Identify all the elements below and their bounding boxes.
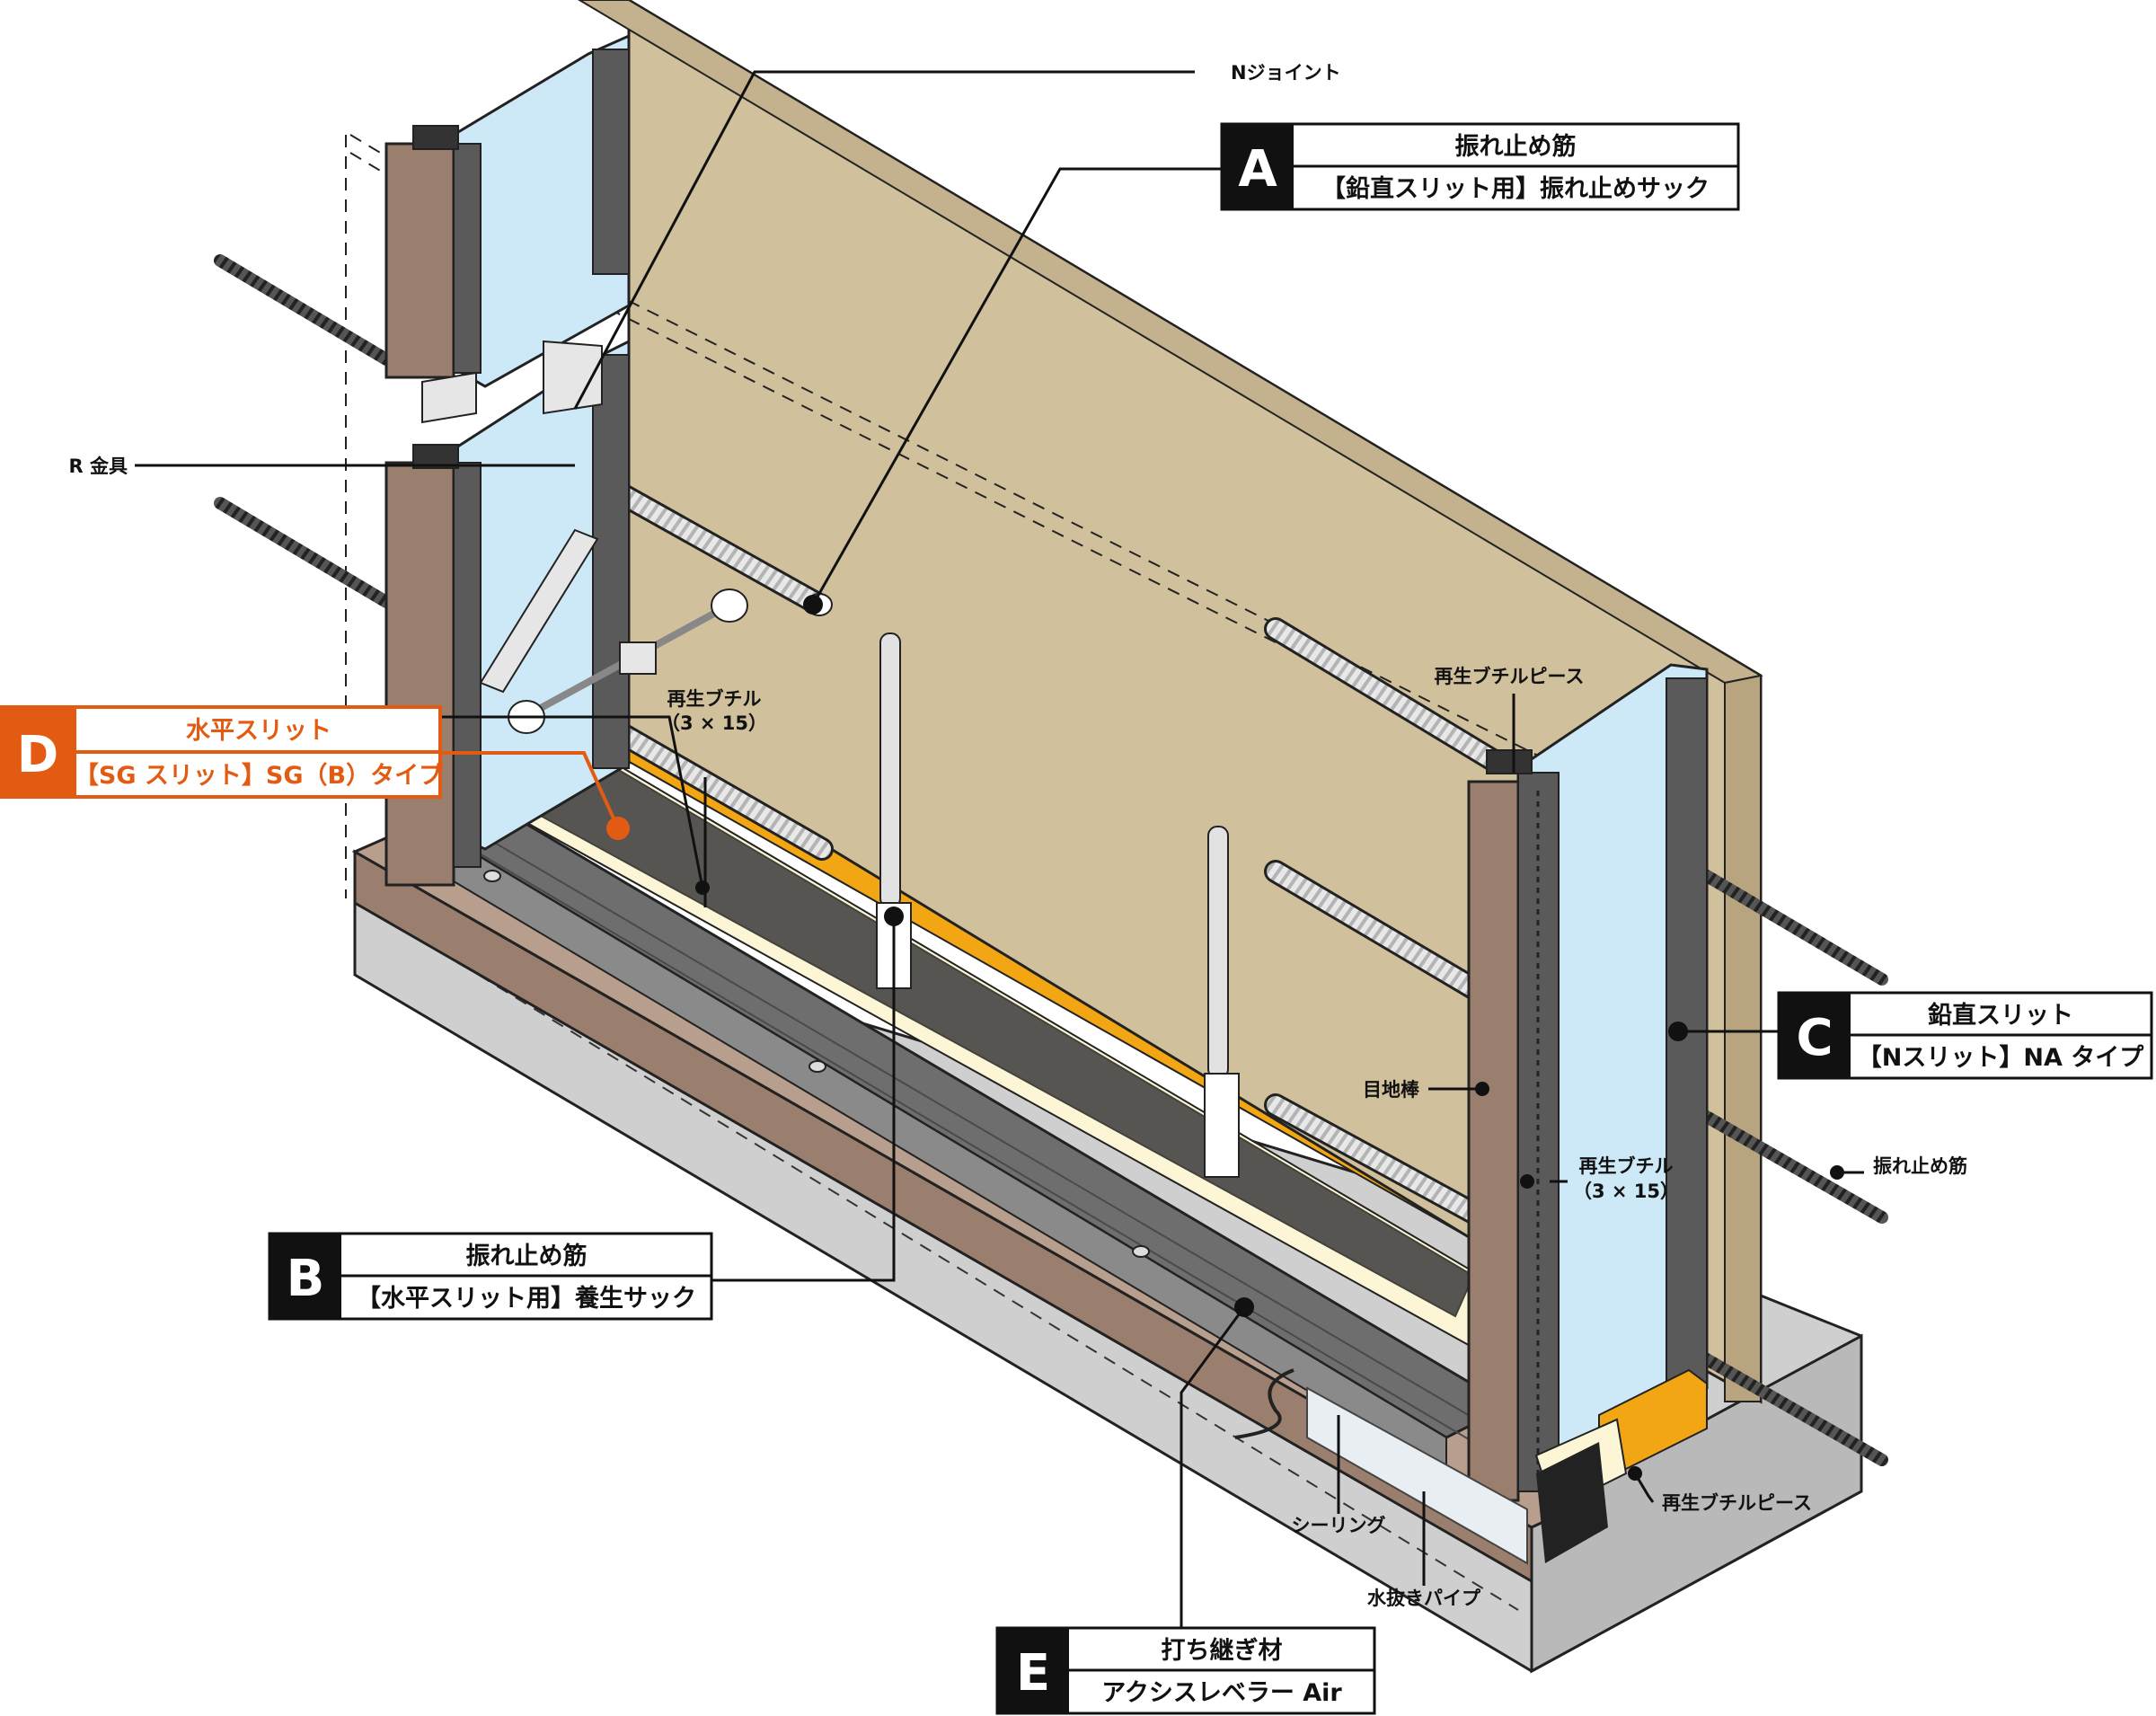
callout-e: E 打ち継ぎ材 アクシスレベラー Air	[995, 1626, 1376, 1715]
callout-d-line1: 水平スリット	[186, 717, 331, 745]
callout-a: A 振れ止め筋 【鉛直スリット用】振れ止めサック	[1220, 122, 1740, 211]
callout-b-line1: 振れ止め筋	[466, 1242, 588, 1270]
label-r-bracket: R 金具	[69, 456, 128, 477]
callout-e-line2: アクシスレベラー Air	[1101, 1679, 1342, 1707]
callout-a-line1: 振れ止め筋	[1455, 132, 1577, 161]
label-recycled-butyl-piece-bottom: 再生ブチルピース	[1662, 1492, 1812, 1514]
label-recycled-butyl-a-size: （3 × 15）	[661, 712, 767, 734]
leader-lines	[135, 70, 1864, 1633]
callout-c: C 鉛直スリット 【Nスリット】NA タイプ	[1777, 991, 2153, 1080]
callout-d-letter: D	[17, 726, 58, 784]
callout-b-letter: B	[287, 1250, 325, 1308]
vertical-guard-rods	[876, 632, 1240, 1178]
leader-dots	[695, 595, 1844, 1481]
label-drain-pipe: 水抜きパイプ	[1367, 1588, 1481, 1609]
label-recycled-butyl-piece-top: 再生ブチルピース	[1435, 666, 1585, 687]
label-sealing: シーリング	[1292, 1515, 1386, 1536]
callout-a-letter: A	[1238, 140, 1277, 199]
callout-e-line1: 打ち継ぎ材	[1162, 1636, 1283, 1665]
callout-b: B 振れ止め筋 【水平スリット用】養生サック	[268, 1232, 713, 1321]
callout-b-line2: 【水平スリット用】養生サック	[357, 1284, 696, 1313]
label-recycled-butyl-a: 再生ブチル	[667, 688, 762, 710]
label-n-joint: Nジョイント	[1231, 62, 1341, 84]
callout-c-letter: C	[1796, 1009, 1833, 1067]
label-joint-rod: 目地棒	[1363, 1079, 1420, 1101]
right-vertical-slit	[1234, 663, 1709, 1565]
label-recycled-butyl-b: 再生ブチル	[1579, 1155, 1674, 1177]
left-vertical-slit-upper	[384, 33, 631, 388]
left-vertical-slit-lower	[384, 339, 748, 887]
callout-d: D 水平スリット 【SG スリット】SG（B）タイプ	[0, 705, 444, 799]
callout-c-line1: 鉛直スリット	[1928, 1001, 2073, 1030]
callout-c-line2: 【Nスリット】NA タイプ	[1858, 1044, 2144, 1072]
axis-leveler	[419, 798, 1513, 1475]
callout-d-line2: 【SG スリット】SG（B）タイプ	[75, 762, 444, 790]
callout-e-letter: E	[1016, 1644, 1050, 1703]
callout-d-leader	[431, 751, 630, 840]
callout-a-line2: 【鉛直スリット用】振れ止めサック	[1321, 174, 1710, 203]
label-recycled-butyl-b-size: （3 × 15）	[1573, 1181, 1679, 1202]
label-anti-sway-bar: 振れ止め筋	[1873, 1155, 1967, 1177]
